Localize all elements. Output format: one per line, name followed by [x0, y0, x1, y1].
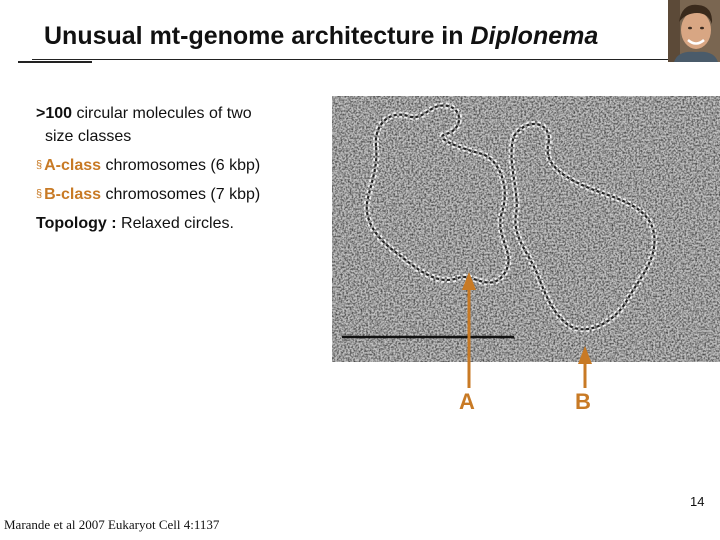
label-b: B: [575, 389, 591, 414]
b-class-label: B-class: [44, 186, 102, 203]
molecule-count: >100: [36, 105, 73, 122]
bullet-molecules: >100 circular molecules of two: [36, 99, 336, 128]
a-class-text: chromosomes (6 kbp): [101, 157, 261, 174]
b-class-text: chromosomes (7 kbp): [101, 186, 261, 203]
electron-micrograph: [332, 96, 720, 362]
bullet-molecules-continued: size classes: [45, 128, 132, 145]
slide-title: Unusual mt-genome architecture in Diplon…: [44, 22, 598, 51]
bullet-marker: §: [36, 159, 43, 171]
a-class-label: A-class: [44, 157, 102, 174]
title-text: Unusual mt-genome architecture in: [44, 22, 471, 50]
presenter-photo: [668, 0, 720, 62]
topology-value: Relaxed circles.: [121, 215, 234, 232]
topology-label: Topology :: [36, 215, 122, 232]
title-divider: [32, 59, 704, 60]
title-genus: Diplonema: [470, 22, 599, 50]
bullet-topology: Topology : Relaxed circles.: [36, 209, 336, 238]
label-a: A: [459, 389, 475, 414]
bullet-marker: §: [36, 188, 43, 200]
title-divider-accent: [18, 61, 92, 63]
molecules-text: circular molecules of two: [72, 105, 252, 122]
bullet-b-class: §B-class chromosomes (7 kbp): [36, 180, 336, 209]
citation: Marande et al 2007 Eukaryot Cell 4:1137: [4, 517, 220, 532]
bullet-a-class: §A-class chromosomes (6 kbp): [36, 151, 336, 180]
page-number: 14: [690, 494, 705, 509]
bullet-list: >100 circular molecules of two size clas…: [36, 99, 336, 238]
